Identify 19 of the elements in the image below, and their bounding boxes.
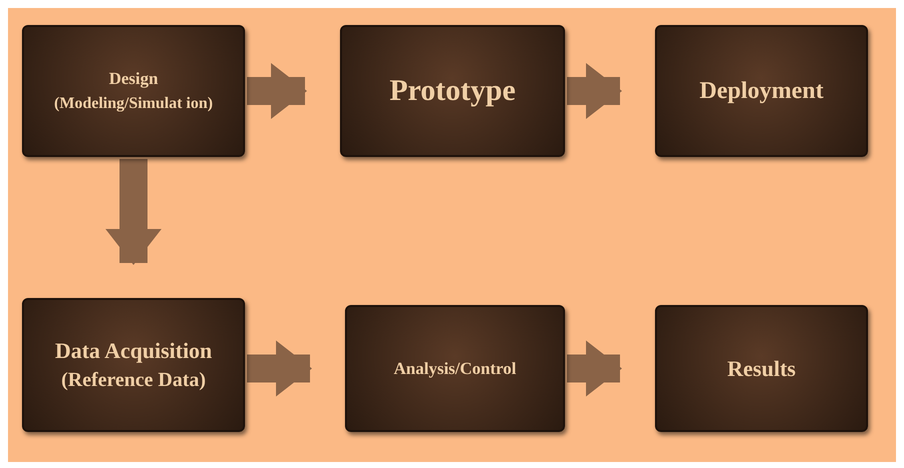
box-text: Deployment (700, 77, 824, 106)
box-text: (Modeling/Simulat ion) (54, 94, 213, 114)
process-box (340, 25, 565, 157)
box-text: Analysis/Control (394, 358, 516, 380)
box-text: Prototype (389, 73, 516, 110)
block-arrow (567, 63, 622, 119)
box-text: Results (727, 354, 796, 382)
process-box (22, 298, 245, 432)
box-text: Data Acquisition (54, 336, 212, 364)
process-box (22, 25, 245, 157)
process-box (655, 305, 868, 432)
process-box (345, 305, 565, 432)
block-arrow (247, 63, 307, 119)
box-text: Design (108, 68, 158, 90)
block-arrow (247, 340, 312, 396)
box-text: (Reference Data) (61, 368, 206, 394)
block-arrow (567, 340, 622, 396)
process-box (655, 25, 868, 157)
block-arrow (106, 159, 162, 265)
